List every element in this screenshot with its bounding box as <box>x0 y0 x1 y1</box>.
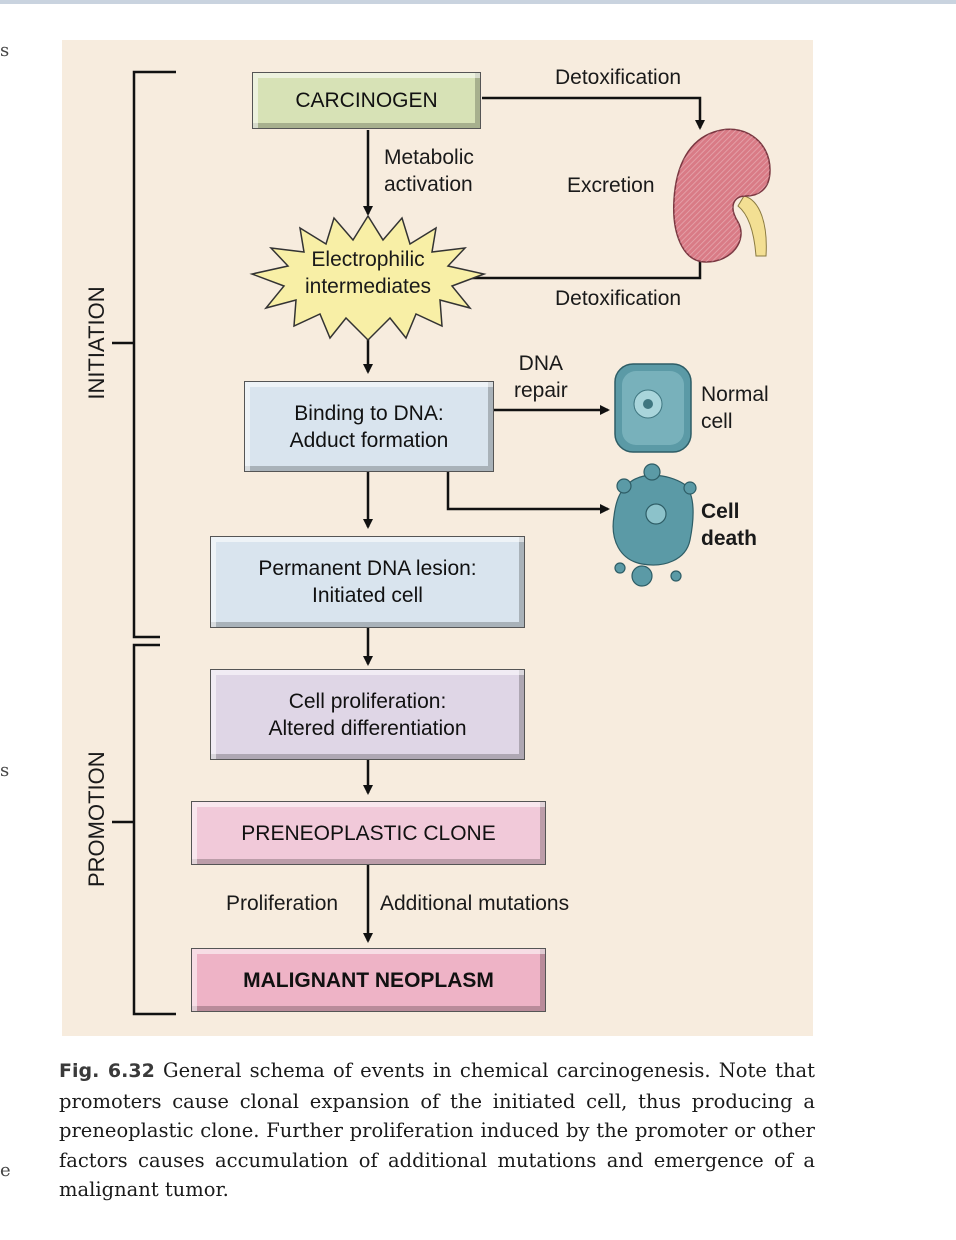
binding-line-2: Adduct formation <box>289 428 449 452</box>
initiation-phase-label: INITIATION <box>84 286 109 400</box>
initiation-bracket <box>112 70 176 639</box>
prolif-line-2: Altered differentiation <box>268 716 467 740</box>
cell-death-line-2: death <box>701 527 758 550</box>
preneoplastic-clone-box: PRENEOPLASTIC CLONE <box>191 801 546 865</box>
detoxification-bottom-label: Detoxification <box>555 287 682 310</box>
kidney-icon <box>673 128 771 263</box>
dna-repair-label: DNA repair <box>514 350 568 404</box>
additional-mutations-label: Additional mutations <box>380 892 570 915</box>
lesion-line-2: Initiated cell <box>312 584 423 607</box>
normal-cell-line-2: cell <box>701 410 733 433</box>
electrophilic-starburst <box>249 214 487 342</box>
detoxification-top-label: Detoxification <box>555 66 682 89</box>
cell-death-line-1: Cell <box>701 500 740 523</box>
top-rule <box>0 0 956 4</box>
carcinogen-box: CARCINOGEN <box>252 72 481 129</box>
figure-number: Fig. 6.32 <box>59 1060 155 1082</box>
cell-proliferation-box: Cell proliferation: Altered differentiat… <box>210 669 525 760</box>
caption-text: General schema of events in chemical car… <box>59 1059 815 1201</box>
lesion-line-1: Permanent DNA lesion: <box>258 557 477 580</box>
proliferation-label: Proliferation <box>226 892 339 915</box>
normal-cell-icon <box>614 363 692 453</box>
normal-cell-line-1: Normal <box>701 383 769 406</box>
binding-to-dna-box: Binding to DNA: Adduct formation <box>244 381 494 472</box>
metabolic-line-2: activation <box>384 173 473 196</box>
fate-arrows <box>446 405 610 514</box>
dna-repair-line-1: DNA <box>518 352 564 375</box>
binding-line-1: Binding to DNA: <box>294 401 444 425</box>
metabolic-activation-label: Metabolic activation <box>384 144 474 198</box>
cell-death-label: Cell death <box>701 498 757 552</box>
malignant-neoplasm-box: MALIGNANT NEOPLASM <box>191 948 546 1012</box>
normal-cell-label: Normal cell <box>701 381 769 435</box>
electrophilic-intermediates-label: Electrophilic intermediates <box>288 246 448 300</box>
electrophilic-line-2: intermediates <box>304 275 432 298</box>
dying-cell-icon <box>612 463 697 587</box>
electrophilic-line-1: Electrophilic <box>311 248 425 271</box>
metabolic-line-1: Metabolic <box>384 146 474 169</box>
figure-caption: Fig. 6.32 General schema of events in ch… <box>59 1056 815 1205</box>
promotion-bracket <box>112 643 176 1016</box>
prolif-line-1: Cell proliferation: <box>288 689 447 713</box>
permanent-lesion-box: Permanent DNA lesion: Initiated cell <box>210 536 525 628</box>
promotion-phase-label: PROMOTION <box>84 751 109 887</box>
excretion-label: Excretion <box>567 174 655 197</box>
dna-repair-line-2: repair <box>514 379 568 402</box>
